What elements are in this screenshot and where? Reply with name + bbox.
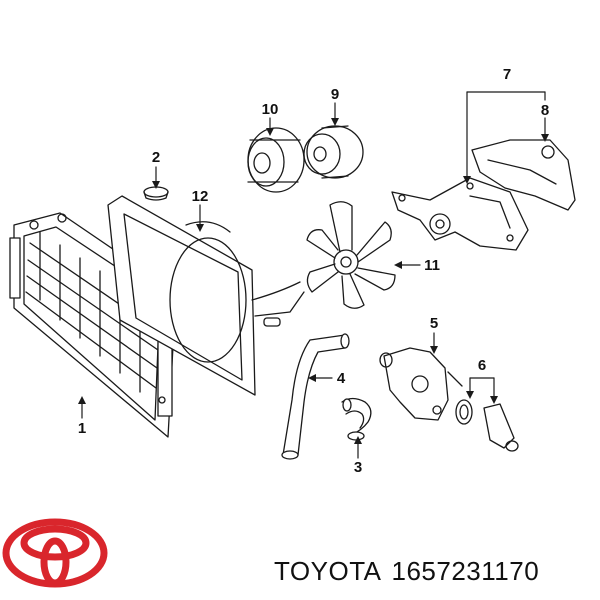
water-pump-part — [391, 177, 529, 251]
fan-shroud-part — [107, 195, 305, 396]
callout-6: 6 — [478, 357, 486, 374]
callout-8: 8 — [541, 102, 549, 119]
leader-arrowheads — [78, 118, 549, 444]
callout-4: 4 — [337, 370, 346, 387]
callout-1: 1 — [78, 420, 86, 437]
radiator-cap-part — [143, 186, 169, 201]
callout-7: 7 — [503, 66, 511, 83]
thermostat-part — [455, 399, 519, 452]
callout-5: 5 — [430, 315, 438, 332]
part-number: 1657231170 — [391, 556, 540, 586]
pulley-part — [303, 125, 364, 179]
callout-2: 2 — [152, 149, 160, 166]
callout-9: 9 — [331, 86, 339, 103]
fan-blade-part — [306, 201, 396, 309]
brand-name: TOYOTA — [274, 556, 382, 586]
part-number-caption: TOYOTA 1657231170 — [274, 556, 549, 587]
fan-clutch-part — [247, 127, 305, 193]
callout-labels: 1 2 3 4 5 6 7 8 9 10 11 12 — [78, 66, 549, 476]
upper-hose-part — [281, 333, 350, 460]
callout-3: 3 — [354, 459, 362, 476]
thermostat-housing-part — [379, 347, 463, 421]
pump-gasket-part — [471, 139, 576, 211]
callout-10: 10 — [262, 101, 279, 118]
lower-hose-part — [341, 397, 372, 441]
callout-11: 11 — [424, 257, 440, 274]
callout-12: 12 — [192, 188, 209, 205]
toyota-logo-icon — [2, 518, 108, 588]
